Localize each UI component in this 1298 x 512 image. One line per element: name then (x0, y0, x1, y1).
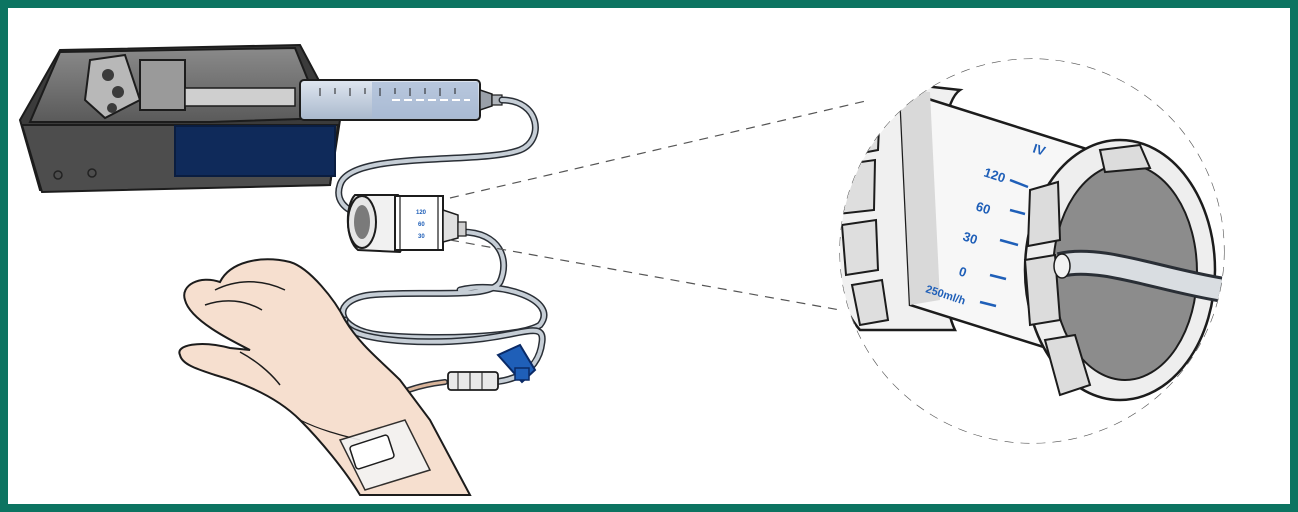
magnified-flow-regulator: IV 120 60 30 0 250ml/h (840, 59, 1224, 443)
scale-mark-60: 60 (974, 199, 992, 218)
scale-route-label: IV (1031, 141, 1048, 159)
scale-mark-30: 30 (961, 229, 979, 248)
small-dial-mark-30: 30 (418, 234, 425, 240)
scale-mark-120: 120 (982, 165, 1007, 186)
pump-button (174, 125, 336, 177)
syringe-pump-icon (18, 43, 342, 194)
roller-clamp-icon (496, 343, 537, 384)
small-dial-mark-60: 60 (418, 222, 425, 228)
flow-regulator-icon: 120 60 30 (346, 194, 467, 254)
iv-cannula-icon (338, 419, 432, 491)
plunger-holder (83, 53, 142, 120)
small-dial-mark-120: 120 (416, 210, 427, 216)
syringe-icon (184, 79, 503, 121)
scale-mark-0: 0 (957, 264, 969, 281)
luer-connector (447, 371, 499, 391)
